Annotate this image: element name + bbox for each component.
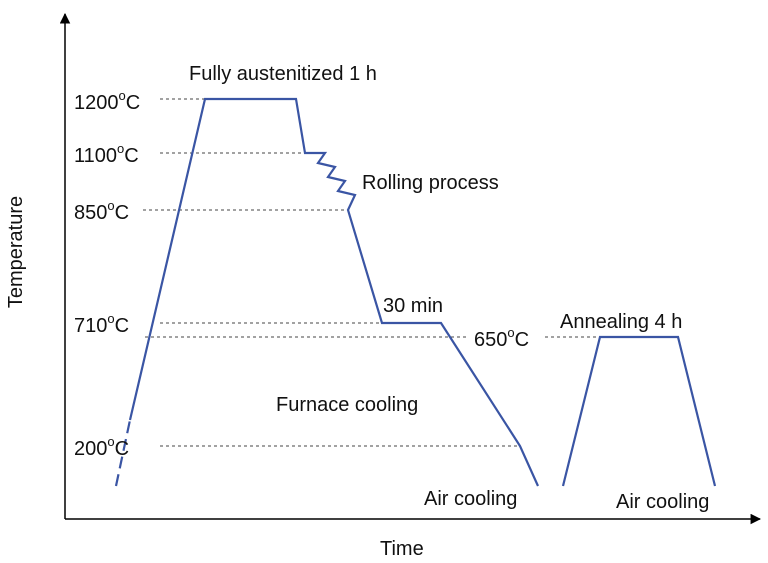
label-air-cooling-1: Air cooling [424,488,517,510]
temp-label-1100: 1100oC [74,141,139,167]
annealing-curve [561,335,717,487]
temp-label-1200: 1200oC [74,88,140,114]
x-axis-title: Time [380,538,424,560]
temp-label-200: 200oC [74,434,129,460]
temp-label-850: 850oC [74,198,129,224]
heating-and-rolling-curve [128,97,540,487]
label-furnace-cooling: Furnace cooling [276,394,418,416]
y-axis-title: Temperature [5,196,27,308]
label-rolling-process: Rolling process [362,172,499,194]
label-fully-austenitized: Fully austenitized 1 h [189,63,377,85]
label-30-min: 30 min [383,295,443,317]
temp-label-650: 650oC [474,325,529,351]
dashed-heating-start [114,419,132,487]
label-air-cooling-2: Air cooling [616,491,709,513]
label-annealing: Annealing 4 h [560,311,682,333]
temp-label-710: 710oC [74,311,129,337]
